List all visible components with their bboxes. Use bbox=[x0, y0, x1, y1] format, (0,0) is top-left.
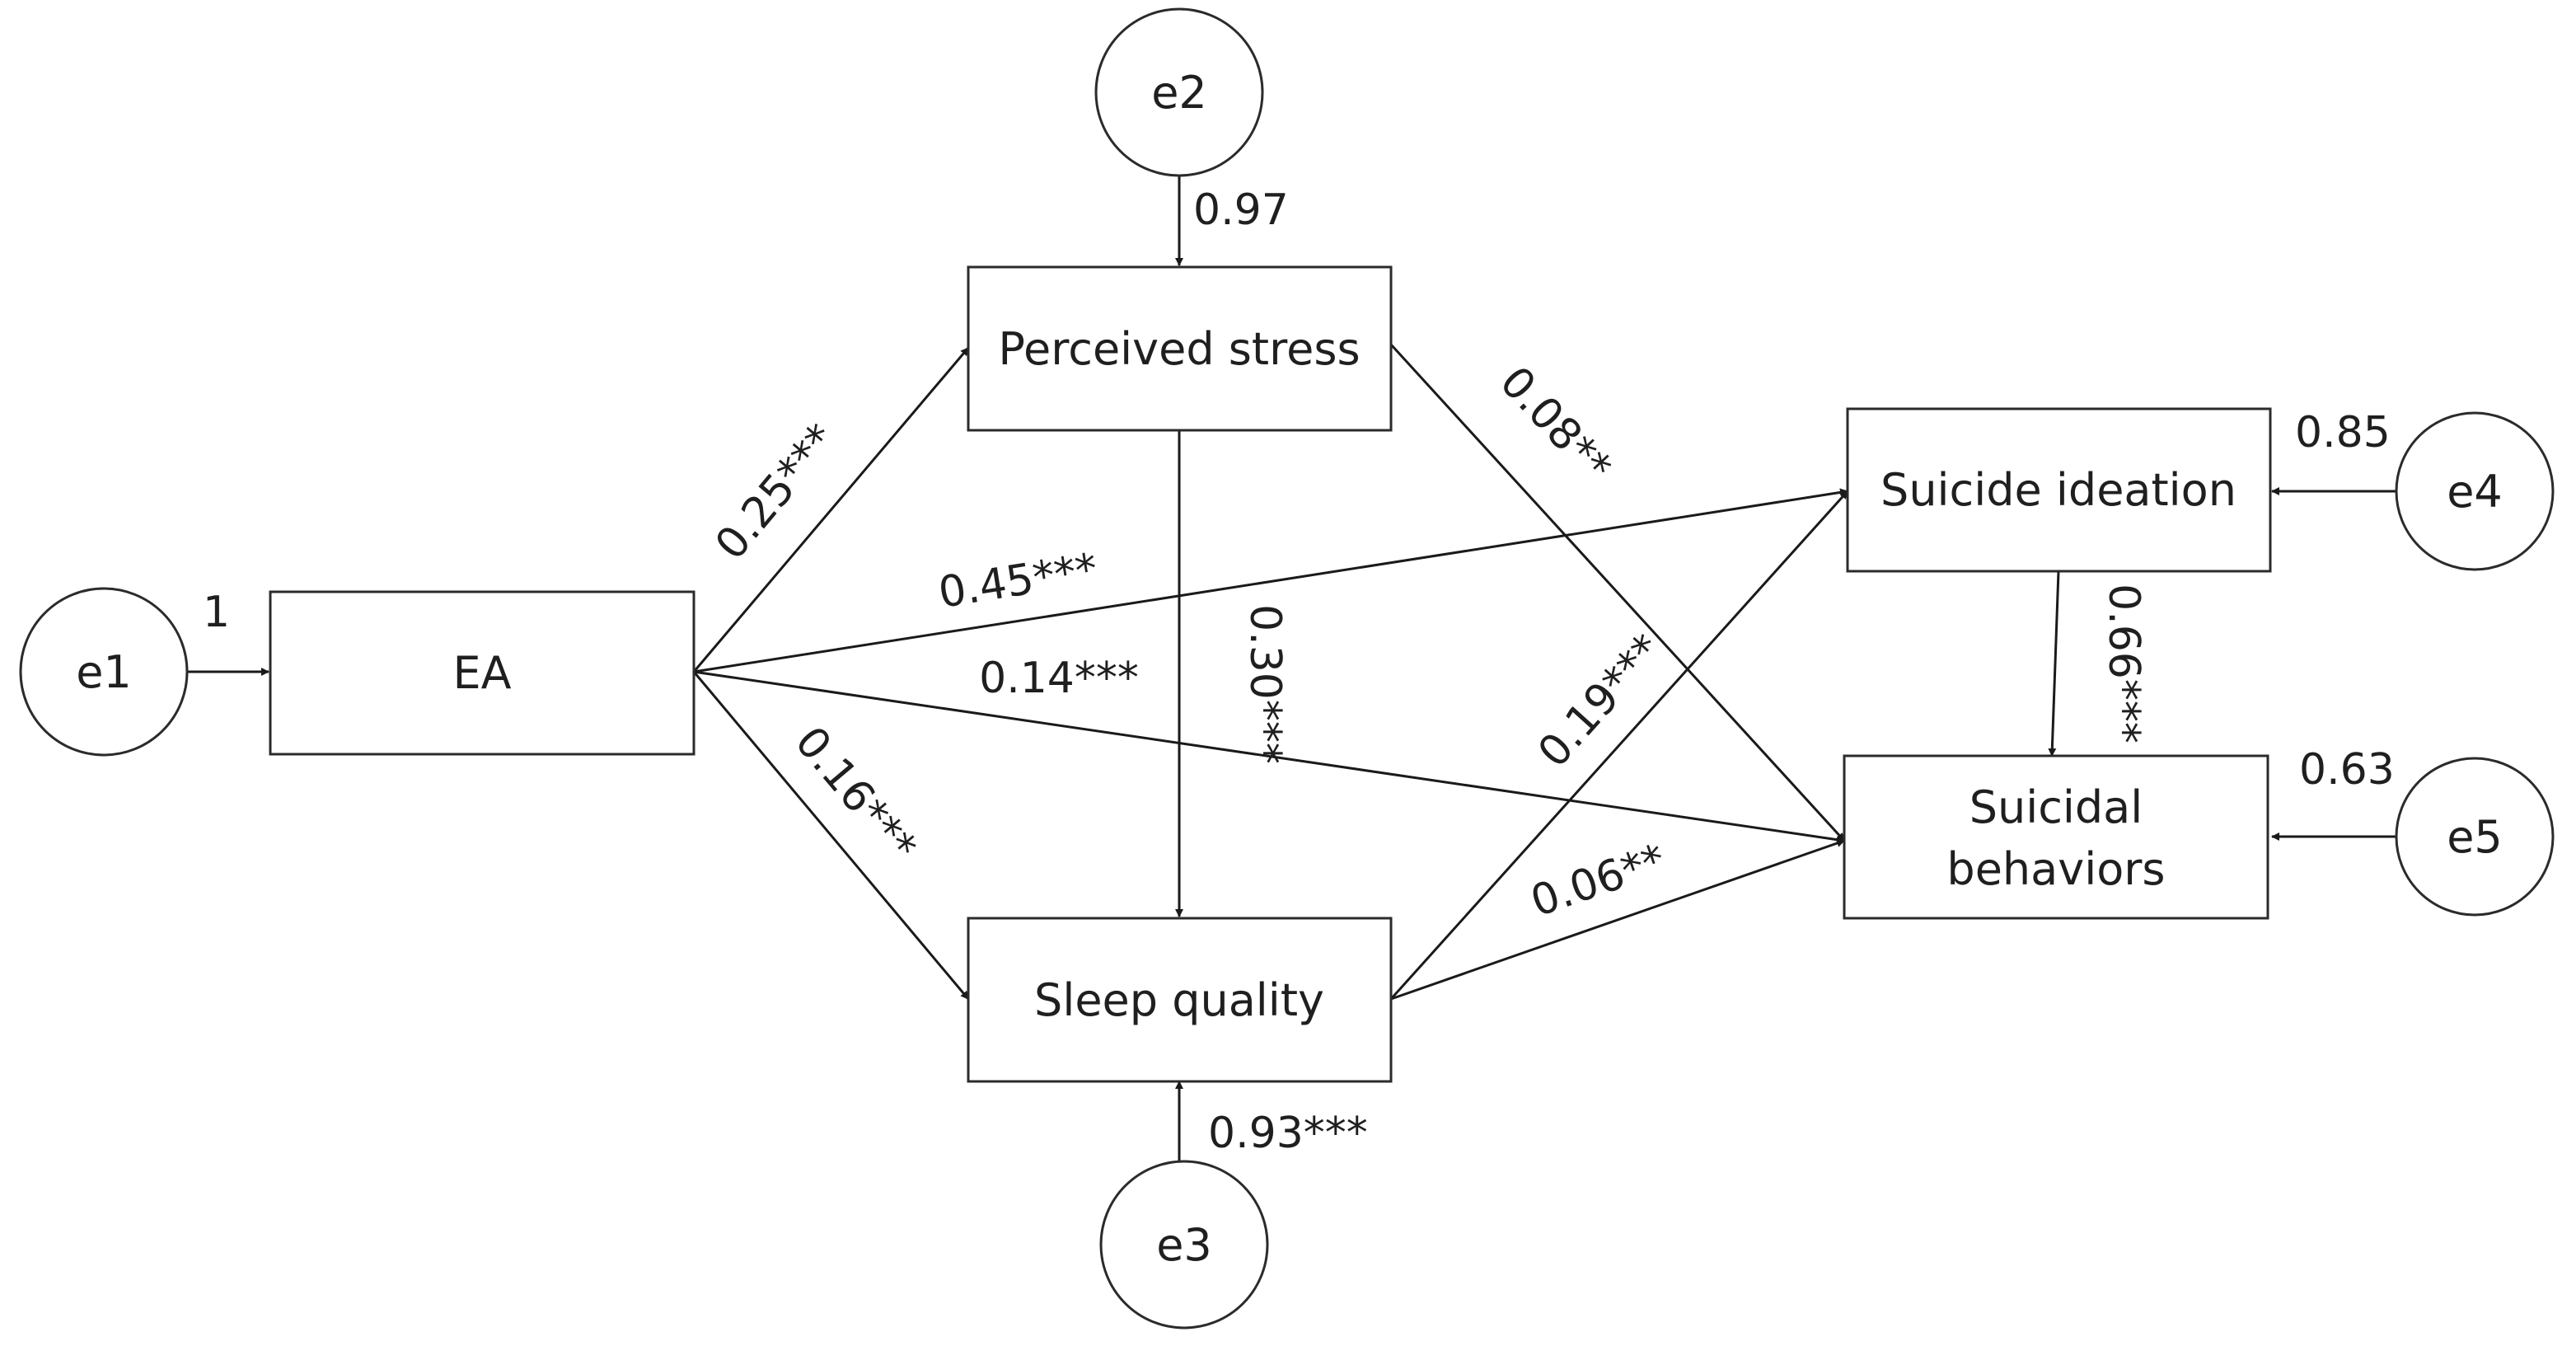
node-sleep-quality-label: Sleep quality bbox=[1034, 974, 1324, 1026]
coef-e4-ideation: 0.85 bbox=[2295, 408, 2391, 457]
error-e4-label: e4 bbox=[2447, 466, 2503, 518]
coef-sleep-ideation: 0.19*** bbox=[1529, 626, 1672, 777]
edge-sleep-ideation bbox=[1389, 490, 1849, 1001]
coef-e2-stress: 0.97 bbox=[1193, 185, 1289, 235]
coef-ea-stress: 0.25*** bbox=[706, 415, 847, 570]
edge-ea-sleep bbox=[692, 671, 970, 1000]
coef-sleep-behaviors: 0.06** bbox=[1525, 835, 1671, 926]
error-e2-label: e2 bbox=[1151, 67, 1207, 119]
error-e3: e3 bbox=[1099, 1160, 1269, 1330]
coef-e3-sleep: 0.93*** bbox=[1208, 1109, 1368, 1158]
coef-e1-ea: 1 bbox=[203, 588, 230, 637]
edge-stress-behaviors bbox=[1389, 343, 1846, 842]
error-e3-label: e3 bbox=[1156, 1219, 1212, 1271]
error-e4: e4 bbox=[2395, 411, 2555, 571]
coef-stress-sleep: 0.30*** bbox=[1240, 604, 1290, 764]
node-ea-label: EA bbox=[452, 647, 511, 699]
error-e5: e5 bbox=[2395, 757, 2555, 917]
error-e2: e2 bbox=[1094, 7, 1264, 177]
node-sleep-quality: Sleep quality bbox=[967, 917, 1393, 1083]
node-suicidal-behaviors-label-line1: Suicidal bbox=[1969, 781, 2143, 833]
coef-ideation-behaviors: 0.66*** bbox=[2099, 584, 2148, 743]
node-perceived-stress: Perceived stress bbox=[967, 265, 1393, 432]
edge-ea-ideation bbox=[693, 488, 1848, 673]
coef-ea-sleep: 0.16*** bbox=[785, 718, 926, 872]
coef-e5-behaviors: 0.63 bbox=[2299, 745, 2395, 795]
error-e1: e1 bbox=[19, 587, 189, 757]
coef-ea-ideation: 0.45*** bbox=[935, 544, 1101, 618]
edge-sleep-behaviors bbox=[1390, 839, 1845, 1001]
node-ea: EA bbox=[269, 590, 696, 756]
coef-ea-behaviors: 0.14*** bbox=[979, 654, 1139, 703]
edge-ea-stress bbox=[692, 347, 970, 673]
node-perceived-stress-label: Perceived stress bbox=[998, 323, 1360, 375]
node-suicidal-behaviors: Suicidal behaviors bbox=[1843, 754, 2269, 920]
coef-stress-behaviors: 0.08** bbox=[1490, 358, 1620, 493]
error-e1-label: e1 bbox=[76, 646, 132, 698]
edges bbox=[188, 175, 2400, 1176]
node-suicidal-behaviors-label-line2: behaviors bbox=[1946, 843, 2165, 895]
error-e5-label: e5 bbox=[2447, 811, 2503, 863]
node-suicide-ideation: Suicide ideation bbox=[1846, 407, 2272, 573]
edge-ideation-behaviors bbox=[2048, 570, 2060, 757]
edge-ea-behaviors bbox=[693, 670, 1845, 844]
node-suicide-ideation-label: Suicide ideation bbox=[1880, 464, 2236, 516]
